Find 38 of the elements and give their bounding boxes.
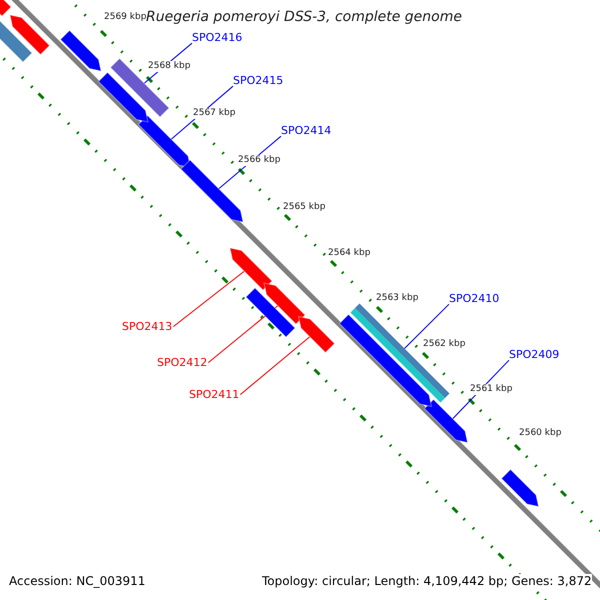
tick-label: 2560 kbp xyxy=(519,428,562,439)
feature-bar xyxy=(110,58,170,118)
leader-line xyxy=(208,305,278,364)
gene-feature xyxy=(9,14,50,56)
gene-feature xyxy=(98,72,149,123)
gene-label: SPO2415 xyxy=(233,74,284,88)
tick-label: 2566 kbp xyxy=(238,155,280,166)
footer-text: Topology: circular; Length: 4,109,442 bp; Genes: 3,872 xyxy=(262,574,592,588)
gene-label: SPO2409 xyxy=(509,348,560,362)
footer-text: Accession: NC_003911 xyxy=(9,574,146,588)
gene-feature xyxy=(60,30,102,72)
title: Ruegeria pomeroyi DSS-3, complete genome xyxy=(146,9,462,26)
gene-feature xyxy=(0,0,12,17)
gene-feature xyxy=(298,316,336,354)
feature-bar xyxy=(245,287,296,338)
leader-line xyxy=(404,304,450,349)
gene-feature xyxy=(138,114,192,168)
gene-feature xyxy=(500,468,540,508)
leader-line xyxy=(240,336,310,396)
gene-label: SPO2416 xyxy=(192,31,242,44)
tick-label: 2565 kbp xyxy=(283,202,326,213)
gene-label: SPO2413 xyxy=(122,320,172,334)
gene-feature xyxy=(229,247,273,291)
feature-bar xyxy=(350,304,450,402)
tick-label: 2562 kbp xyxy=(423,339,466,350)
gene-feature xyxy=(263,282,306,325)
tick-label: 2567 kbp xyxy=(193,108,236,119)
gene-feature xyxy=(424,398,468,444)
tick-label: 2569 kbp xyxy=(104,12,146,23)
tick-label: 2563 kbp xyxy=(376,293,418,304)
gene-label: SPO2412 xyxy=(157,356,208,370)
tick-label: 2568 kbp xyxy=(148,61,190,72)
tick-label: 2561 kbp xyxy=(470,384,512,395)
gene-label: SPO2411 xyxy=(189,388,240,402)
tick-label: 2564 kbp xyxy=(328,248,370,259)
leader-line xyxy=(172,270,245,328)
gene-label: SPO2410 xyxy=(449,292,500,306)
gene-label: SPO2414 xyxy=(281,124,332,138)
